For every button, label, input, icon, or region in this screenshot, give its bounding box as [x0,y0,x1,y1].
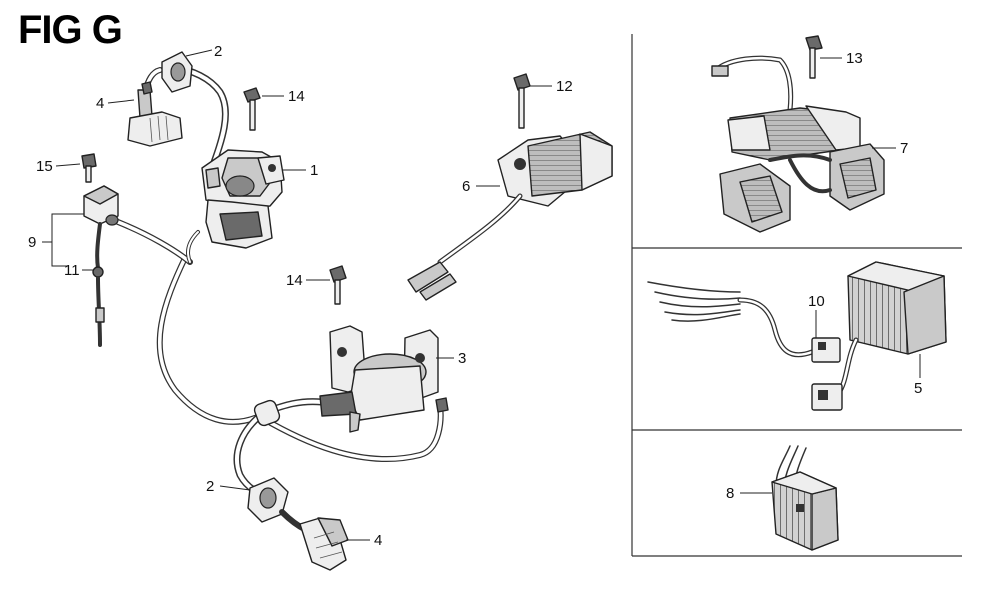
screw-small [81,153,97,183]
svg-text:3: 3 [458,350,466,367]
ignition-coil-upper [201,149,285,249]
regulator-rectifier-assembly [647,261,947,411]
relay-unit [771,445,839,551]
engine-stop-switch [83,185,119,226]
ignition-coil-lower [319,325,449,433]
svg-text:2: 2 [206,478,214,495]
callout-4-top: 4 [96,95,135,112]
panel-dividers [631,34,962,557]
grommet-bottom [247,399,289,523]
callout-2-top: 2 [185,43,222,60]
callout-13: 13 [820,50,863,67]
callout-9: 9 [28,213,84,267]
callout-1: 1 [282,162,318,179]
svg-text:12: 12 [556,78,573,95]
callout-14-top: 14 [262,88,305,105]
callout-15: 15 [36,158,81,175]
svg-text:15: 15 [36,158,53,175]
spark-plug-cap-bottom [279,509,349,571]
svg-text:14: 14 [286,272,303,289]
svg-text:8: 8 [726,485,734,502]
callout-6: 6 [462,178,500,195]
svg-text:4: 4 [96,95,104,112]
bolt-top [243,87,261,131]
svg-text:7: 7 [900,140,908,157]
svg-text:2: 2 [214,43,222,60]
svg-text:14: 14 [288,88,305,105]
grommet-top [161,51,193,93]
svg-text:1: 1 [310,162,318,179]
callout-5: 5 [914,354,922,397]
svg-text:11: 11 [64,262,80,279]
callout-3: 3 [436,350,466,367]
figure-title: FIG G [18,8,123,52]
bolt-charge-coil [513,73,531,129]
svg-text:9: 9 [28,234,36,251]
svg-text:10: 10 [808,293,825,310]
callout-2-bottom: 2 [206,478,251,495]
svg-text:6: 6 [462,178,470,195]
callout-10: 10 [808,293,825,338]
stator-assembly [711,35,885,233]
callout-11: 11 [64,262,94,279]
svg-text:5: 5 [914,380,922,397]
callout-4-bottom: 4 [346,532,382,549]
callout-7: 7 [872,140,908,157]
callout-12: 12 [530,78,573,95]
spark-plug-cap-top [127,81,183,147]
callout-14-mid: 14 [286,272,330,289]
callout-8: 8 [726,485,772,502]
switch-terminal-lead [92,222,105,347]
svg-text:13: 13 [846,50,863,67]
charge-coil [407,131,613,301]
svg-text:4: 4 [374,532,382,549]
bolt-middle [329,265,347,305]
